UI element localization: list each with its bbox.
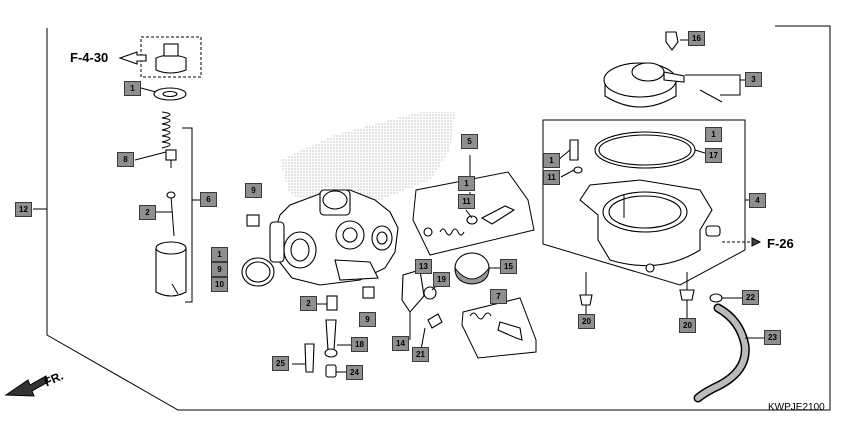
screw-part [569, 139, 579, 161]
callout-21: 21 [412, 347, 429, 362]
callout-1: 1 [458, 176, 475, 191]
callout-2: 2 [139, 205, 156, 220]
callout-4: 4 [749, 193, 766, 208]
nut-part [246, 214, 260, 227]
ref-f-26[interactable]: F-26 [767, 236, 794, 251]
callout-9: 9 [359, 312, 376, 327]
plug-part [325, 364, 337, 378]
callout-22: 22 [742, 290, 759, 305]
callout-15: 15 [500, 259, 517, 274]
callout-1: 1 [124, 81, 141, 96]
callout-1: 1 [211, 247, 228, 262]
arrow-left-icon [118, 51, 147, 65]
callout-18: 18 [351, 337, 368, 352]
front-arrow-icon [4, 375, 49, 397]
cap-part [155, 54, 187, 74]
callout-9: 9 [211, 262, 228, 277]
callout-14: 14 [392, 336, 409, 351]
callout-24: 24 [346, 365, 363, 380]
callout-11: 11 [458, 194, 475, 209]
assembly-boundary [46, 25, 831, 411]
group-box-5 [412, 171, 535, 256]
slow-jet-part [304, 343, 315, 373]
shading-dots [280, 112, 455, 205]
callout-6: 6 [200, 192, 217, 207]
callout-1: 1 [705, 127, 722, 142]
callout-2: 2 [300, 296, 317, 311]
callout-12: 12 [15, 202, 32, 217]
diagram-code: KWPJE2100 [768, 402, 825, 413]
callout-7: 7 [490, 289, 507, 304]
callout-20: 20 [578, 314, 595, 329]
callout-5: 5 [461, 134, 478, 149]
callout-13: 13 [415, 259, 432, 274]
spring-part [161, 111, 171, 149]
needle-part [170, 195, 175, 237]
drain-screw-part [579, 294, 593, 306]
clip-part-22 [709, 293, 723, 303]
callout-8: 8 [117, 152, 134, 167]
ref-f-4-30[interactable]: F-4-30 [70, 50, 109, 65]
callout-20: 20 [679, 318, 696, 333]
callout-3: 3 [745, 72, 762, 87]
clip-part [165, 149, 177, 161]
jet-part [326, 295, 338, 311]
callout-9: 9 [245, 183, 262, 198]
callout-17: 17 [705, 148, 722, 163]
callout-11: 11 [543, 170, 560, 185]
group-box-4 [542, 119, 746, 286]
callout-1: 1 [543, 153, 560, 168]
callout-23: 23 [764, 330, 781, 345]
callout-25: 25 [272, 356, 289, 371]
callout-16: 16 [688, 31, 705, 46]
callout-19: 19 [433, 272, 450, 287]
group-box-7 [461, 297, 537, 359]
jet-needle-part [325, 319, 337, 351]
bracket-part [401, 269, 425, 313]
callout-10: 10 [211, 277, 228, 292]
valve-part [665, 31, 679, 51]
